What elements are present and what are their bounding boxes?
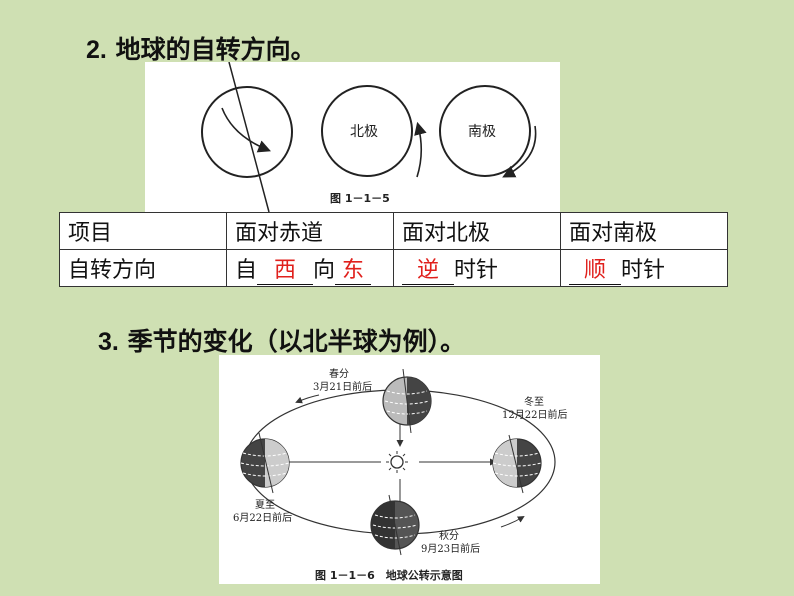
- section-2-heading: 2. 地球的自转方向。: [86, 30, 316, 66]
- autumn-globe: [370, 494, 420, 556]
- north-pole-globe: [321, 85, 427, 178]
- north-suffix: 时针: [454, 257, 499, 283]
- answer-clockwise: 顺: [583, 257, 606, 283]
- rotation-table: 项目 面对赤道 面对北极 面对南极 自转方向 自西向东 逆时针 顺时针: [59, 212, 728, 287]
- section-3-heading: 3. 季节的变化（以北半球为例）。: [98, 322, 465, 358]
- header-south-pole: 面对南极: [560, 212, 728, 250]
- summer-globe: [240, 432, 290, 494]
- spring-globe: [382, 368, 432, 434]
- equator-mid: 向: [313, 257, 336, 283]
- row-label: 自转方向: [59, 249, 227, 287]
- answer-counterclockwise: 逆: [416, 257, 439, 283]
- spring-date: 3月21日前后: [313, 382, 373, 393]
- winter-date: 12月22日前后: [502, 410, 568, 421]
- winter-name: 冬至: [524, 397, 544, 408]
- summer-date: 6月22日前后: [233, 513, 293, 524]
- spring-name: 春分: [329, 369, 349, 380]
- answer-west: 西: [274, 257, 297, 283]
- section-2-title: 地球的自转方向。: [115, 35, 316, 64]
- figure-1-caption: 图 1－1－5: [330, 192, 390, 205]
- section-2-number: 2.: [86, 36, 107, 64]
- south-direction-cell: 顺时针: [560, 249, 728, 287]
- south-pole-globe: [439, 85, 537, 178]
- equator-prefix: 自: [235, 257, 258, 283]
- answer-east: 东: [342, 257, 365, 283]
- rotation-figure: 北极 南极 图 1－1－5: [145, 61, 560, 214]
- north-direction-cell: 逆时针: [393, 249, 561, 287]
- equator-view-globe: [201, 61, 293, 213]
- sun-icon: [386, 451, 408, 473]
- revolution-diagram: [240, 368, 556, 556]
- summer-name: 夏至: [255, 500, 275, 511]
- winter-globe: [492, 434, 542, 494]
- header-item: 项目: [59, 212, 227, 250]
- south-suffix: 时针: [621, 257, 666, 283]
- revolution-figure: 春分 3月21日前后 冬至 12月22日前后 夏至 6月22日前后 秋分 9月2…: [219, 355, 600, 584]
- header-equator: 面对赤道: [226, 212, 394, 250]
- section-3-number: 3.: [98, 328, 119, 356]
- autumn-date: 9月23日前后: [421, 544, 481, 555]
- equator-direction-cell: 自西向东: [226, 249, 394, 287]
- north-pole-label: 北极: [350, 124, 378, 140]
- table-row-rotation: 自转方向 自西向东 逆时针 顺时针: [59, 249, 728, 287]
- autumn-name: 秋分: [439, 531, 459, 542]
- rotation-diagram: [201, 61, 537, 213]
- header-north-pole: 面对北极: [393, 212, 561, 250]
- section-3-title: 季节的变化（以北半球为例）。: [127, 327, 466, 356]
- figure-2-caption: 图 1－1－6 地球公转示意图: [315, 569, 463, 582]
- south-pole-label: 南极: [468, 124, 496, 140]
- table-header-row: 项目 面对赤道 面对北极 面对南极: [59, 212, 728, 250]
